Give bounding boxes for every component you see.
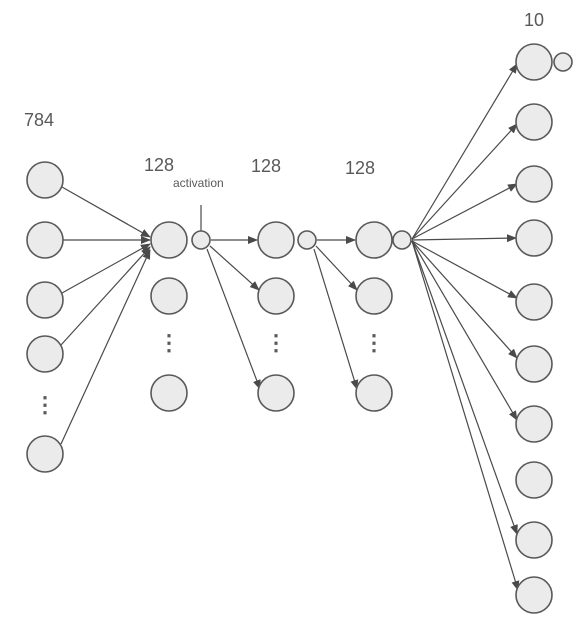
activation-label: activation [173, 176, 224, 190]
hidden-layer-1 [150, 221, 211, 412]
hidden1-node [150, 374, 188, 412]
edges-input-to-hidden1 [60, 186, 151, 445]
input-layer [26, 161, 64, 473]
ellipsis-group: ⋮ ⋮ ⋮ ⋮ [34, 330, 385, 417]
edges-hidden3-to-output [411, 63, 520, 591]
output-node [515, 405, 553, 443]
output-node [515, 219, 553, 257]
activation-node-1 [191, 230, 211, 250]
activation-node-3 [392, 230, 412, 250]
output-node [515, 521, 553, 559]
hidden3-node [355, 277, 393, 315]
output-node [515, 103, 553, 141]
hidden2-node [257, 221, 295, 259]
input-node [26, 281, 64, 319]
hidden1-ellipsis: ⋮ [158, 330, 180, 355]
input-node [26, 435, 64, 473]
edges-hidden2-to-hidden3 [313, 236, 359, 390]
hidden1-node [150, 221, 188, 259]
input-layer-label: 784 [24, 110, 54, 130]
hidden1-label: 128 [144, 155, 174, 175]
hidden2-ellipsis: ⋮ [265, 330, 287, 355]
input-node [26, 335, 64, 373]
hidden-layer-3 [355, 221, 412, 412]
activation-node-2 [297, 230, 317, 250]
input-ellipsis: ⋮ [34, 392, 56, 417]
input-node [26, 221, 64, 259]
hidden3-node [355, 221, 393, 259]
input-node [26, 161, 64, 199]
hidden2-node [257, 374, 295, 412]
output-node [515, 345, 553, 383]
output-node [515, 461, 553, 499]
output-node [515, 576, 553, 614]
output-node [515, 43, 553, 81]
hidden1-node [150, 277, 188, 315]
hidden-layer-2 [257, 221, 317, 412]
output-layer-label: 10 [524, 10, 544, 30]
hidden3-ellipsis: ⋮ [363, 330, 385, 355]
output-node [515, 283, 553, 321]
output-node [515, 165, 553, 203]
hidden2-label: 128 [251, 156, 281, 176]
output-layer [515, 43, 573, 614]
edges-hidden1-to-hidden2 [206, 236, 261, 390]
hidden2-node [257, 277, 295, 315]
output-activation-node [553, 52, 573, 72]
hidden3-label: 128 [345, 158, 375, 178]
hidden3-node [355, 374, 393, 412]
